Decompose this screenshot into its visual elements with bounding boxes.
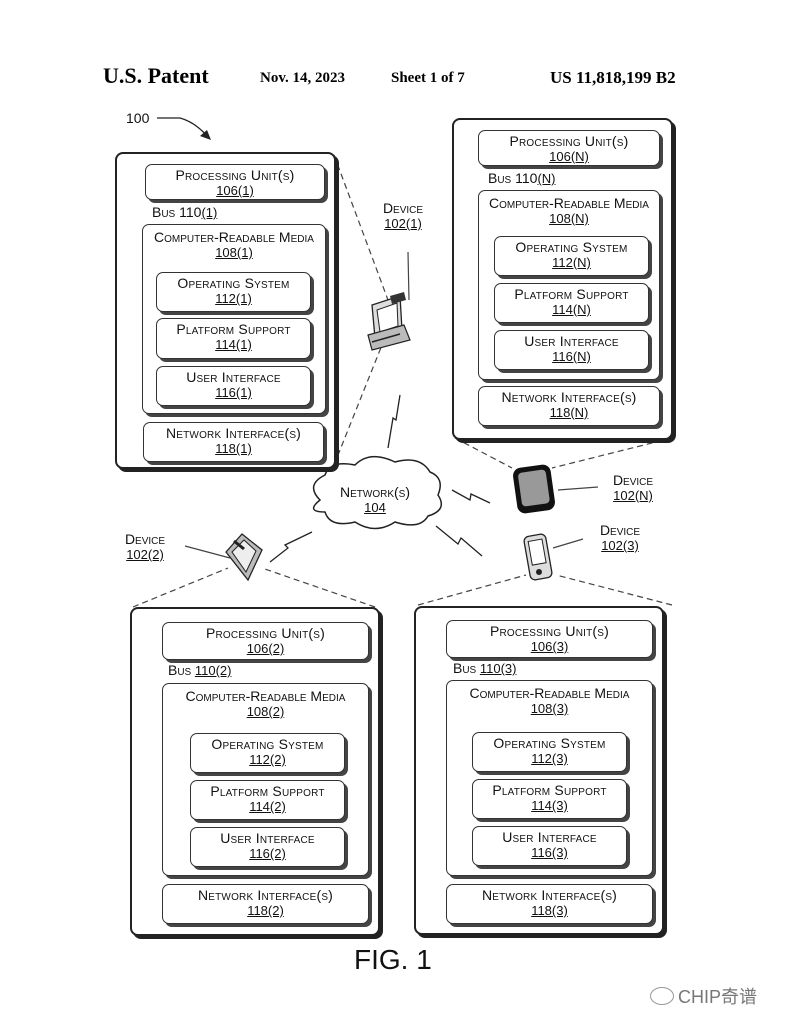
processing-unit-box: Processing Unit(s) 106(1) — [145, 164, 325, 200]
operating-system-box: Operating System 112(3) — [472, 732, 627, 772]
bus-label: Bus 110(3) — [453, 660, 517, 676]
wireless-link-icon — [451, 489, 491, 504]
bus-label: Bus 110(2) — [168, 662, 232, 678]
network-interface-box: Network Interface(s) 118(3) — [446, 884, 653, 924]
network-interface-box: Network Interface(s) 118(N) — [478, 386, 660, 426]
network-interface-box: Network Interface(s) 118(2) — [162, 884, 369, 924]
system-reference: 100 — [126, 110, 150, 126]
projection-line — [454, 437, 513, 469]
device-label-2: Device 102(2) — [124, 531, 166, 562]
platform-support-box: Platform Support 114(1) — [156, 318, 311, 359]
network-interface-box: Network Interface(s) 118(1) — [143, 422, 324, 462]
figure-label: FIG. 1 — [354, 944, 432, 975]
bus-label: Bus 110(1) — [152, 204, 218, 220]
projection-line — [551, 437, 673, 469]
reference-arrow — [157, 117, 209, 138]
desktop-computer-icon — [367, 292, 411, 351]
platform-support-box: Platform Support 114(3) — [472, 779, 627, 819]
patent-number: US 11,818,199 B2 — [550, 68, 676, 87]
operating-system-box: Operating System 112(1) — [156, 272, 311, 312]
handheld-device-icon — [225, 533, 263, 582]
wireless-link-icon — [269, 531, 313, 563]
wireless-link-icon — [435, 525, 483, 557]
patent-date: Nov. 14, 2023 — [260, 70, 346, 86]
operating-system-box: Operating System 112(N) — [494, 236, 649, 276]
leader-line — [552, 538, 584, 549]
sheet-number: Sheet 1 of 7 — [391, 70, 465, 86]
wireless-link-icon — [387, 394, 401, 449]
arrow-head — [200, 130, 211, 140]
device-label-1: Device 102(1) — [382, 200, 424, 231]
patent-title: U.S. Patent — [103, 63, 209, 88]
bus-label: Bus 110(N) — [488, 170, 556, 186]
operating-system-box: Operating System 112(2) — [190, 733, 345, 773]
user-interface-box: User Interface 116(2) — [190, 827, 345, 867]
processing-unit-box: Processing Unit(s) 106(N) — [478, 130, 660, 166]
device-label-n: Device 102(N) — [612, 472, 654, 503]
platform-support-box: Platform Support 114(2) — [190, 780, 345, 820]
platform-support-box: Platform Support 114(N) — [494, 283, 649, 323]
device-label-3: Device 102(3) — [599, 522, 641, 553]
processing-unit-box: Processing Unit(s) 106(3) — [446, 620, 653, 658]
user-interface-box: User Interface 116(3) — [472, 826, 627, 866]
leader-line — [407, 251, 410, 301]
watermark: CHIP奇谱 — [650, 983, 757, 1009]
projection-line — [261, 567, 376, 608]
projection-line — [333, 344, 383, 466]
projection-line — [555, 574, 673, 606]
user-interface-box: User Interface 116(1) — [156, 366, 311, 406]
pda-phone-icon — [523, 533, 553, 581]
wechat-icon — [650, 987, 674, 1005]
tablet-icon — [513, 464, 555, 514]
projection-line — [132, 567, 229, 608]
network-label: Network(s) 104 — [340, 484, 410, 515]
leader-line — [184, 545, 231, 559]
processing-unit-box: Processing Unit(s) 106(2) — [162, 622, 369, 660]
projection-line — [417, 574, 527, 606]
leader-line — [557, 486, 599, 491]
user-interface-box: User Interface 116(N) — [494, 330, 649, 370]
